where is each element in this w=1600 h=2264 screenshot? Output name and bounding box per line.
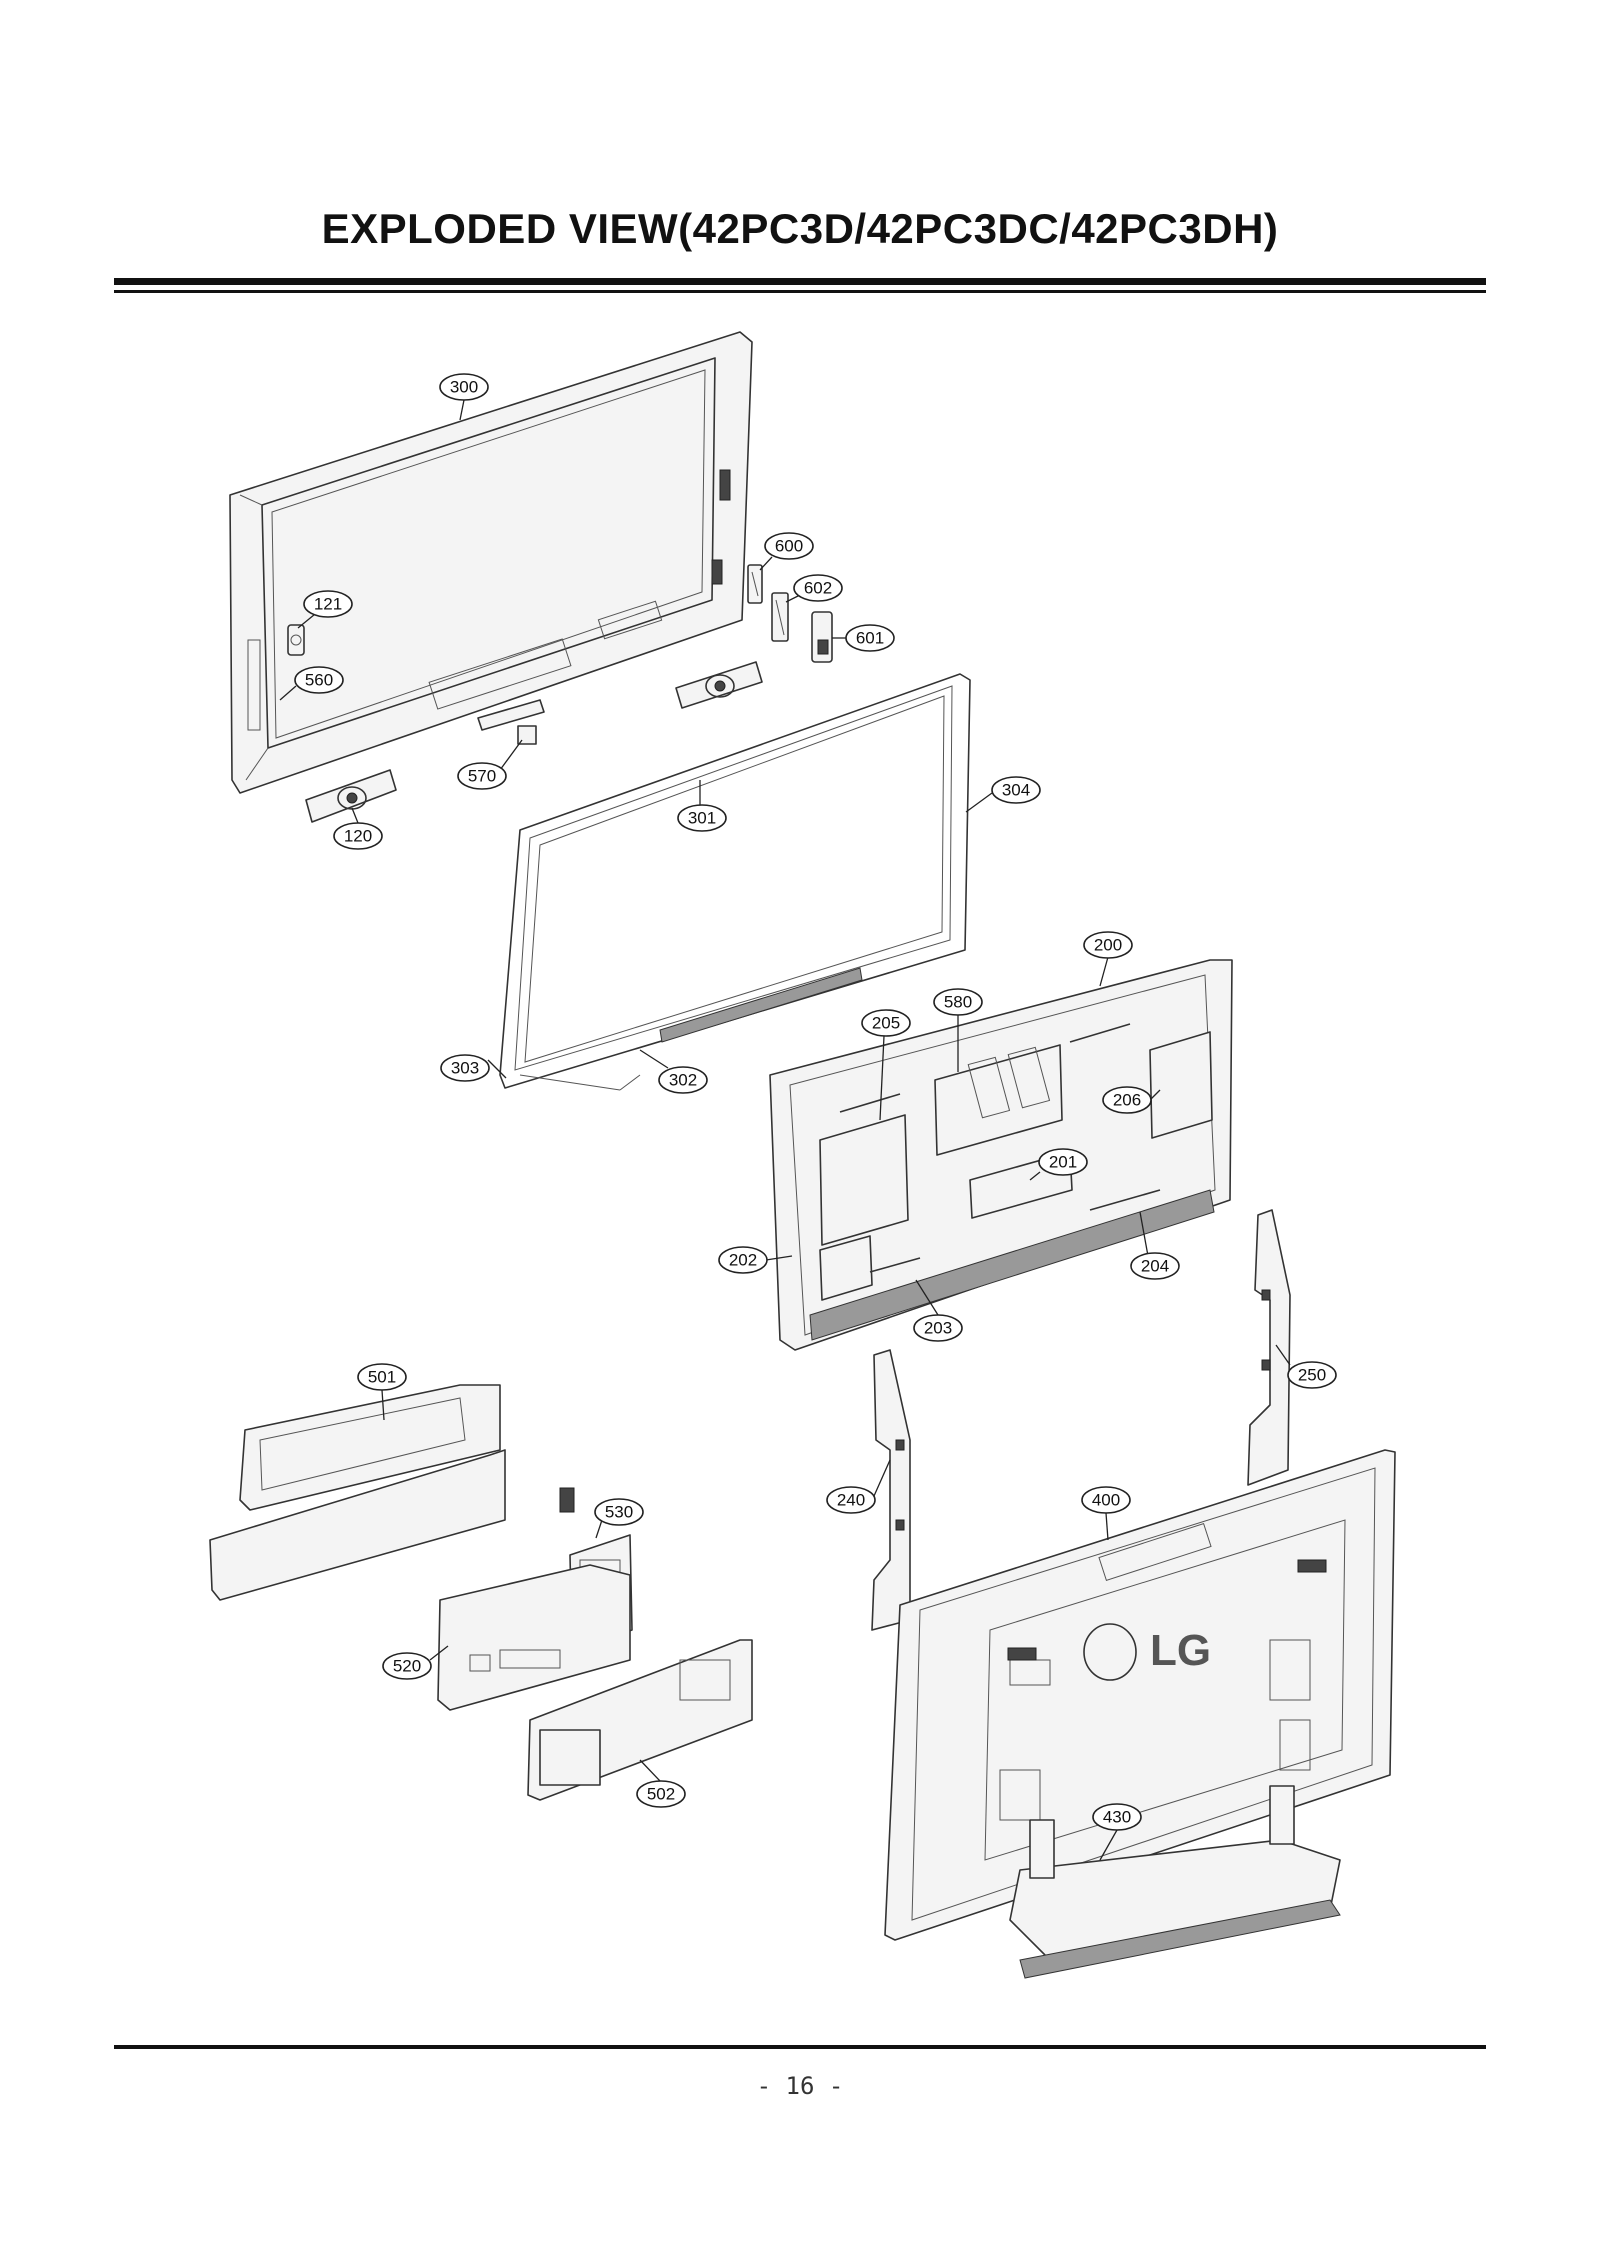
svg-text:400: 400 bbox=[1092, 1491, 1120, 1510]
svg-text:580: 580 bbox=[944, 993, 972, 1012]
svg-text:300: 300 bbox=[450, 378, 478, 397]
callout-120: 120 bbox=[333, 807, 383, 850]
callout-430: 430 bbox=[1092, 1803, 1142, 1861]
part-back-cover: LG bbox=[884, 1449, 1396, 1941]
callout-530: 530 bbox=[594, 1498, 644, 1539]
svg-text:203: 203 bbox=[924, 1319, 952, 1338]
callout-304: 304 bbox=[965, 776, 1041, 813]
title-rule-thick bbox=[114, 278, 1486, 285]
callout-206: 206 bbox=[1102, 1086, 1161, 1114]
callout-250: 250 bbox=[1275, 1344, 1337, 1389]
lg-logo: LG bbox=[1150, 1626, 1211, 1675]
part-520 bbox=[437, 1564, 631, 1711]
svg-text:201: 201 bbox=[1049, 1153, 1077, 1172]
svg-text:530: 530 bbox=[605, 1503, 633, 1522]
part-501 bbox=[209, 1384, 575, 1601]
svg-text:301: 301 bbox=[688, 809, 716, 828]
svg-text:202: 202 bbox=[729, 1251, 757, 1270]
part-chassis bbox=[769, 959, 1233, 1351]
svg-text:502: 502 bbox=[647, 1785, 675, 1804]
callout-600: 600 bbox=[759, 532, 814, 571]
callout-205: 205 bbox=[861, 1009, 911, 1121]
svg-text:520: 520 bbox=[393, 1657, 421, 1676]
part-570 bbox=[477, 699, 545, 745]
callout-570: 570 bbox=[457, 739, 523, 790]
svg-text:600: 600 bbox=[775, 537, 803, 556]
callout-520: 520 bbox=[382, 1645, 449, 1680]
part-front-cabinet bbox=[229, 331, 753, 794]
callout-203: 203 bbox=[913, 1279, 963, 1342]
callout-400: 400 bbox=[1081, 1486, 1131, 1541]
svg-text:601: 601 bbox=[856, 629, 884, 648]
part-250 bbox=[1247, 1209, 1291, 1486]
callout-204: 204 bbox=[1130, 1211, 1180, 1280]
page-title: EXPLODED VIEW(42PC3D/42PC3DC/42PC3DH) bbox=[321, 205, 1279, 252]
page-number: - 16 - bbox=[756, 2072, 844, 2100]
part-600 bbox=[747, 564, 763, 604]
svg-text:121: 121 bbox=[314, 595, 342, 614]
callout-580: 580 bbox=[933, 988, 983, 1072]
callout-560: 560 bbox=[279, 666, 344, 701]
title-rule-thin bbox=[114, 290, 1486, 293]
svg-text:304: 304 bbox=[1002, 781, 1030, 800]
part-speaker-right bbox=[675, 661, 763, 709]
svg-text:206: 206 bbox=[1113, 1091, 1141, 1110]
svg-text:303: 303 bbox=[451, 1059, 479, 1078]
part-speaker-left bbox=[305, 769, 397, 823]
callout-302: 302 bbox=[639, 1049, 708, 1094]
svg-text:250: 250 bbox=[1298, 1366, 1326, 1385]
svg-text:205: 205 bbox=[872, 1014, 900, 1033]
svg-text:430: 430 bbox=[1103, 1808, 1131, 1827]
part-602 bbox=[771, 592, 789, 642]
callout-240: 240 bbox=[826, 1459, 891, 1514]
part-240 bbox=[871, 1349, 911, 1631]
callout-121: 121 bbox=[297, 590, 353, 629]
callout-602: 602 bbox=[785, 574, 843, 603]
svg-text:120: 120 bbox=[344, 827, 372, 846]
callout-201: 201 bbox=[1029, 1148, 1088, 1181]
part-inner-frame bbox=[499, 673, 971, 1091]
svg-text:240: 240 bbox=[837, 1491, 865, 1510]
callout-502: 502 bbox=[636, 1759, 686, 1808]
callout-303: 303 bbox=[440, 1054, 507, 1082]
part-stand bbox=[1009, 1785, 1341, 1979]
svg-text:200: 200 bbox=[1094, 936, 1122, 955]
callout-202: 202 bbox=[718, 1246, 793, 1274]
svg-text:602: 602 bbox=[804, 579, 832, 598]
svg-text:204: 204 bbox=[1141, 1257, 1169, 1276]
part-601 bbox=[811, 611, 833, 663]
part-121 bbox=[287, 624, 305, 656]
callout-501: 501 bbox=[357, 1363, 407, 1421]
footer-rule bbox=[114, 2045, 1486, 2049]
callout-300: 300 bbox=[439, 373, 489, 421]
part-502 bbox=[527, 1639, 753, 1801]
svg-text:501: 501 bbox=[368, 1368, 396, 1387]
callout-601: 601 bbox=[832, 624, 895, 652]
callout-200: 200 bbox=[1083, 931, 1133, 987]
callout-301: 301 bbox=[677, 780, 727, 832]
svg-text:570: 570 bbox=[468, 767, 496, 786]
svg-text:560: 560 bbox=[305, 671, 333, 690]
svg-text:302: 302 bbox=[669, 1071, 697, 1090]
